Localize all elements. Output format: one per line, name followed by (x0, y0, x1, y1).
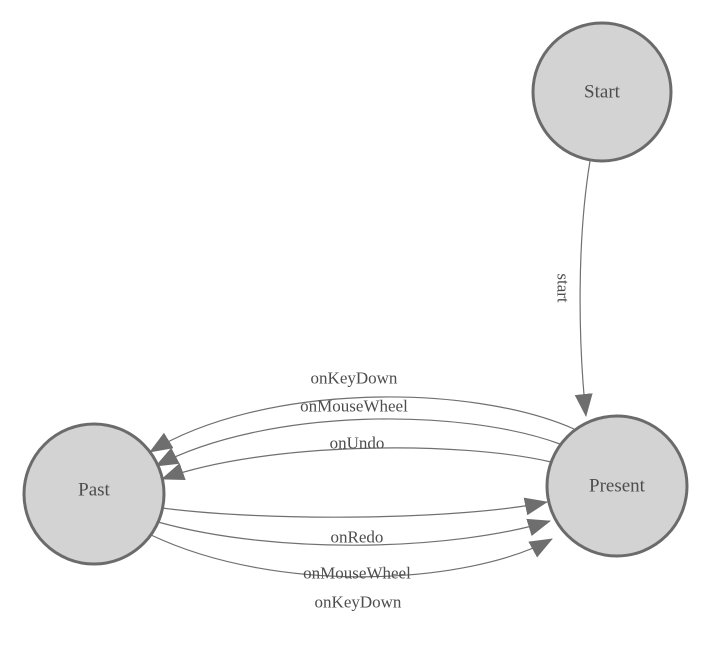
edge-present-to-past-onmousewheel (155, 418, 561, 467)
past-node-circle (22, 422, 166, 566)
edge-label-onmousewheel-bottom: onMouseWheel (303, 564, 411, 583)
start-node-circle (531, 21, 673, 163)
edge-present-to-past-onundo (161, 447, 552, 481)
edge-label-onkeydown-bottom: onKeyDown (315, 593, 402, 612)
present-node-circle (545, 414, 689, 558)
edge-start-to-present (574, 160, 593, 417)
present-node-label: Present (589, 476, 646, 497)
edge-label-onredo: onRedo (331, 528, 384, 547)
edge-label-onundo: onUndo (330, 434, 385, 453)
edge-present-to-past-onkeydown (149, 396, 575, 453)
edge-past-to-present-onredo (161, 497, 548, 518)
edge-label-onkeydown-top: onKeyDown (311, 369, 398, 388)
edge-label-start: start (554, 273, 573, 303)
state-node-past: Past (22, 422, 166, 566)
state-node-present: Present (545, 414, 689, 558)
state-node-start: Start (531, 21, 673, 163)
past-node-label: Past (78, 480, 110, 501)
start-node-label: Start (584, 82, 621, 103)
edge-past-to-present-onmousewheel (157, 518, 551, 546)
edge-label-onmousewheel-top: onMouseWheel (300, 397, 408, 416)
edge-past-to-present-onkeydown (150, 534, 553, 578)
